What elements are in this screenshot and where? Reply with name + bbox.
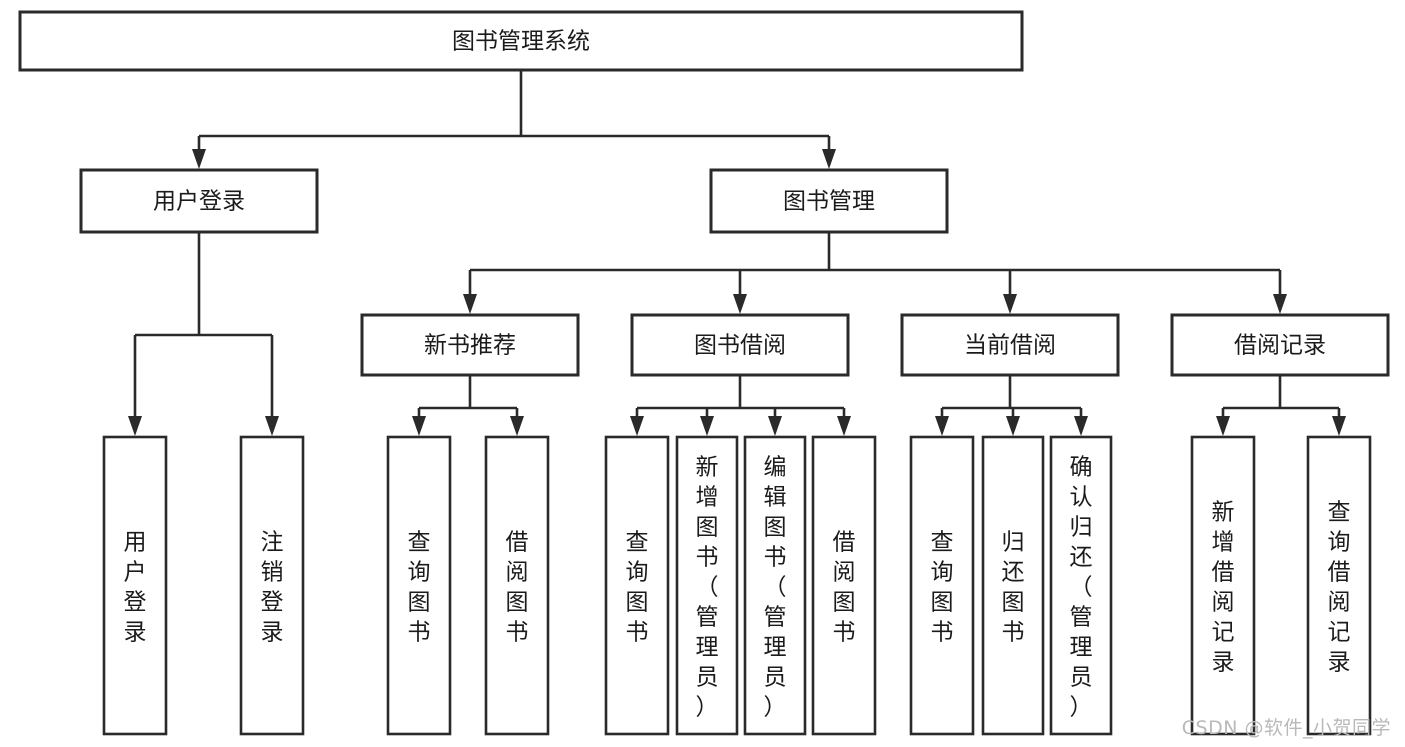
node-label: 新增图书（管理员） [696,455,719,721]
node-leaf-logout[interactable]: 注销登录 [239,435,305,736]
node-user-login[interactable]: 用户登录 [79,168,319,234]
node-box [484,435,550,736]
node-box [102,435,168,736]
node-book-management[interactable]: 图书管理 [709,168,949,234]
node-leaf-query-books-borrow[interactable]: 查询图书 [604,435,670,736]
node-box [18,10,1024,72]
node-label: 图书管理系统 [452,29,590,55]
node-box [79,168,319,234]
node-leaf-edit-book[interactable]: 编辑图书（管理员） [743,435,807,736]
node-box [360,313,580,377]
node-box [981,435,1045,736]
node-label: 查询图书 [626,530,649,646]
node-box [630,313,850,377]
node-label: 编辑图书（管理员） [764,455,787,721]
node-leaf-borrow-book[interactable]: 借阅图书 [811,435,877,736]
node-label: 确认归还（管理员） [1070,455,1093,721]
node-box [386,435,452,736]
node-leaf-confirm-return[interactable]: 确认归还（管理员） [1049,435,1113,736]
node-box [909,435,975,736]
node-label: 用户登录 [153,189,245,215]
node-leaf-return-book[interactable]: 归还图书 [981,435,1045,736]
node-root[interactable]: 图书管理系统 [18,10,1024,72]
node-label: 归还图书 [1002,530,1025,646]
node-box [1170,313,1390,377]
node-box [239,435,305,736]
node-label: 借阅图书 [506,530,529,646]
node-label: 借阅图书 [833,530,856,646]
node-box [900,313,1120,377]
nodes-layer: 图书管理系统用户登录图书管理新书推荐图书借阅当前借阅借阅记录用户登录注销登录查询… [18,10,1390,736]
node-leaf-query-books-current[interactable]: 查询图书 [909,435,975,736]
node-current-borrow[interactable]: 当前借阅 [900,313,1120,377]
node-label: 注销登录 [261,530,284,646]
node-box [604,435,670,736]
node-leaf-query-record[interactable]: 查询借阅记录 [1306,435,1372,736]
node-new-book-recommend[interactable]: 新书推荐 [360,313,580,377]
node-label: 查询图书 [408,530,431,646]
node-label: 图书借阅 [694,333,786,359]
node-box [1049,435,1113,736]
node-label: 用户登录 [124,530,147,646]
node-label: 查询图书 [931,530,954,646]
node-box [811,435,877,736]
node-leaf-query-books-recommend[interactable]: 查询图书 [386,435,452,736]
node-box [675,435,739,736]
node-box [1190,435,1256,736]
node-leaf-user-login[interactable]: 用户登录 [102,435,168,736]
node-borrow-records[interactable]: 借阅记录 [1170,313,1390,377]
node-box [1306,435,1372,736]
node-label: 当前借阅 [964,333,1056,359]
node-label: 图书管理 [783,189,875,215]
node-box [743,435,807,736]
connectors-layer [128,70,1346,436]
node-label: 查询借阅记录 [1328,500,1351,676]
node-leaf-add-book[interactable]: 新增图书（管理员） [675,435,739,736]
node-label: 借阅记录 [1234,333,1326,359]
node-box [709,168,949,234]
node-book-borrow[interactable]: 图书借阅 [630,313,850,377]
node-leaf-add-record[interactable]: 新增借阅记录 [1190,435,1256,736]
node-label: 新书推荐 [424,333,516,359]
node-label: 新增借阅记录 [1212,500,1235,676]
node-leaf-borrow-books-recommend[interactable]: 借阅图书 [484,435,550,736]
